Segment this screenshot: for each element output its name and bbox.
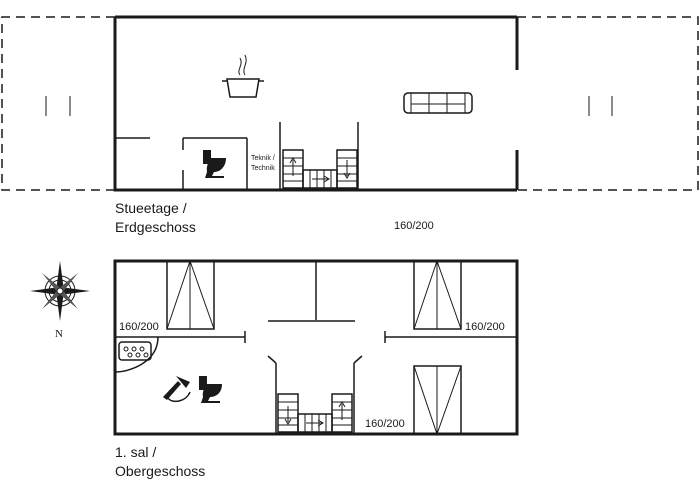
terrace-left-door-marks (45, 96, 71, 116)
kitchen-pot-icon (222, 54, 264, 98)
upper-floor-title-line2: Obergeschoss (115, 463, 205, 479)
upper-floor-stairs (277, 393, 353, 433)
ground-floor-title-line2: Erdgeschoss (115, 219, 196, 235)
upper-bed-label-left: 160/200 (119, 321, 159, 333)
stair-arrow-down-icon (284, 406, 292, 425)
stair-arrow-right-icon (312, 175, 330, 183)
toilet-icon (203, 150, 226, 178)
shower-icon (163, 376, 191, 403)
bed-top-right-icon (413, 260, 462, 330)
ground-floor-stairs (282, 149, 358, 189)
terrace-left-outline (1, 16, 115, 191)
upper-floor-plan: 160/200 160/200 160/200 1. sal / Oberges… (113, 259, 519, 479)
ground-floor-plan: Teknik / Technik Stueetage / Erdgeschoss… (1, 15, 699, 235)
upper-bed-label-right: 160/200 (465, 321, 505, 333)
washbasin-icon (118, 341, 152, 361)
upper-floor-interior-walls (114, 261, 517, 434)
bed-top-left-icon (166, 260, 215, 330)
ground-floor-title-line1: Stueetage / (115, 200, 187, 216)
technik-room-label-2: Technik (251, 165, 275, 172)
ground-floor-interior-walls (115, 122, 359, 190)
stair-arrow-down-icon (343, 160, 351, 179)
bed-bottom-right-icon (413, 365, 462, 435)
ground-floor-outer-walls (113, 15, 519, 192)
terrace-right-outline (517, 16, 699, 191)
technik-room-label-1: Teknik / (251, 155, 275, 162)
terrace-right-door-marks (588, 96, 613, 116)
ground-floor-bed-label: 160/200 (394, 220, 434, 232)
stair-arrow-up-icon (289, 157, 297, 176)
compass-rose-icon: N (30, 261, 90, 340)
upper-floor-title-line1: 1. sal / (115, 444, 156, 460)
compass-north-label: N (55, 328, 63, 340)
stair-arrow-up-icon (338, 401, 346, 420)
stair-arrow-right-icon (306, 419, 324, 427)
sofa-icon (403, 92, 473, 114)
upper-bed-label-bottom: 160/200 (365, 418, 405, 430)
upper-toilet-icon (199, 376, 222, 403)
